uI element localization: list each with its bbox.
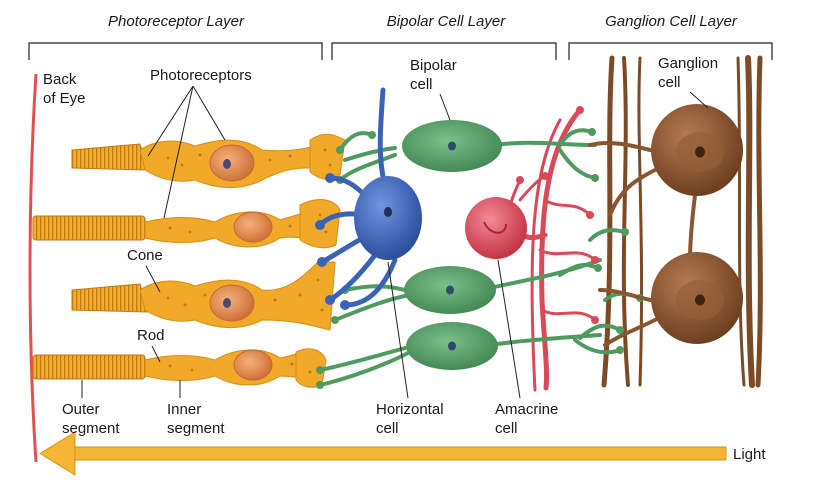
- ganglion-cell-label-line2: cell: [658, 74, 681, 91]
- outer-segment-label-line1: Outer: [62, 401, 100, 418]
- cone-lower: [71, 261, 336, 331]
- photoreceptors-label: Photoreceptors: [150, 67, 252, 84]
- rod-lower: [32, 348, 327, 388]
- bipolar-cells: [316, 120, 644, 389]
- photoreceptors-leader: [147, 85, 226, 219]
- ganglion-axons: [601, 55, 763, 388]
- outer-segment-label-line2: segment: [62, 420, 120, 437]
- back-of-eye-label-line2: of Eye: [43, 90, 86, 107]
- header-photoreceptor-layer: Photoreceptor Layer: [108, 13, 245, 30]
- amacrine-cell-label-line2: cell: [495, 420, 518, 437]
- light-label: Light: [733, 446, 766, 463]
- ganglion-cell-label-line1: Ganglion: [658, 55, 718, 72]
- amacrine-processes: [502, 107, 597, 392]
- horizontal-cell: [315, 87, 422, 310]
- amacrine-cell: [465, 106, 599, 324]
- bipolar-cell-leader: [439, 93, 451, 121]
- horizontal-cell-label-line1: Horizontal: [376, 401, 444, 418]
- bipolar-cell-label-line2: cell: [410, 76, 433, 93]
- inner-segment-label-line2: segment: [167, 420, 225, 437]
- amacrine-cell-label-line1: Amacrine: [495, 401, 558, 418]
- horizontal-cell-body: [354, 176, 422, 260]
- amacrine-cell-leader: [497, 259, 521, 399]
- horizontal-cell-label-line2: cell: [376, 420, 399, 437]
- bracket-photoreceptor-layer: [28, 42, 323, 60]
- cone-upper: [71, 133, 346, 189]
- rod-leader: [151, 345, 161, 363]
- bracket-ganglion-layer: [568, 42, 773, 60]
- ganglion-cells: [588, 104, 743, 347]
- horizontal-cell-leader: [387, 261, 409, 399]
- light-arrow: [39, 431, 727, 476]
- ganglion-cell-leader: [689, 91, 709, 109]
- header-bipolar-layer: Bipolar Cell Layer: [387, 13, 506, 30]
- cone-label: Cone: [127, 247, 163, 264]
- photoreceptors: [32, 133, 346, 388]
- back-of-eye-label-line1: Back: [43, 71, 77, 88]
- inner-segment-label-line1: Inner: [167, 401, 201, 418]
- back-of-eye-line: [28, 73, 38, 463]
- header-ganglion-layer: Ganglion Cell Layer: [605, 13, 738, 30]
- bipolar-cell-label-line1: Bipolar: [410, 57, 457, 74]
- amacrine-cell-body: [465, 197, 527, 259]
- bracket-bipolar-layer: [331, 42, 557, 60]
- rod-upper: [32, 199, 341, 249]
- cone-leader: [145, 265, 161, 293]
- rod-label: Rod: [137, 327, 165, 344]
